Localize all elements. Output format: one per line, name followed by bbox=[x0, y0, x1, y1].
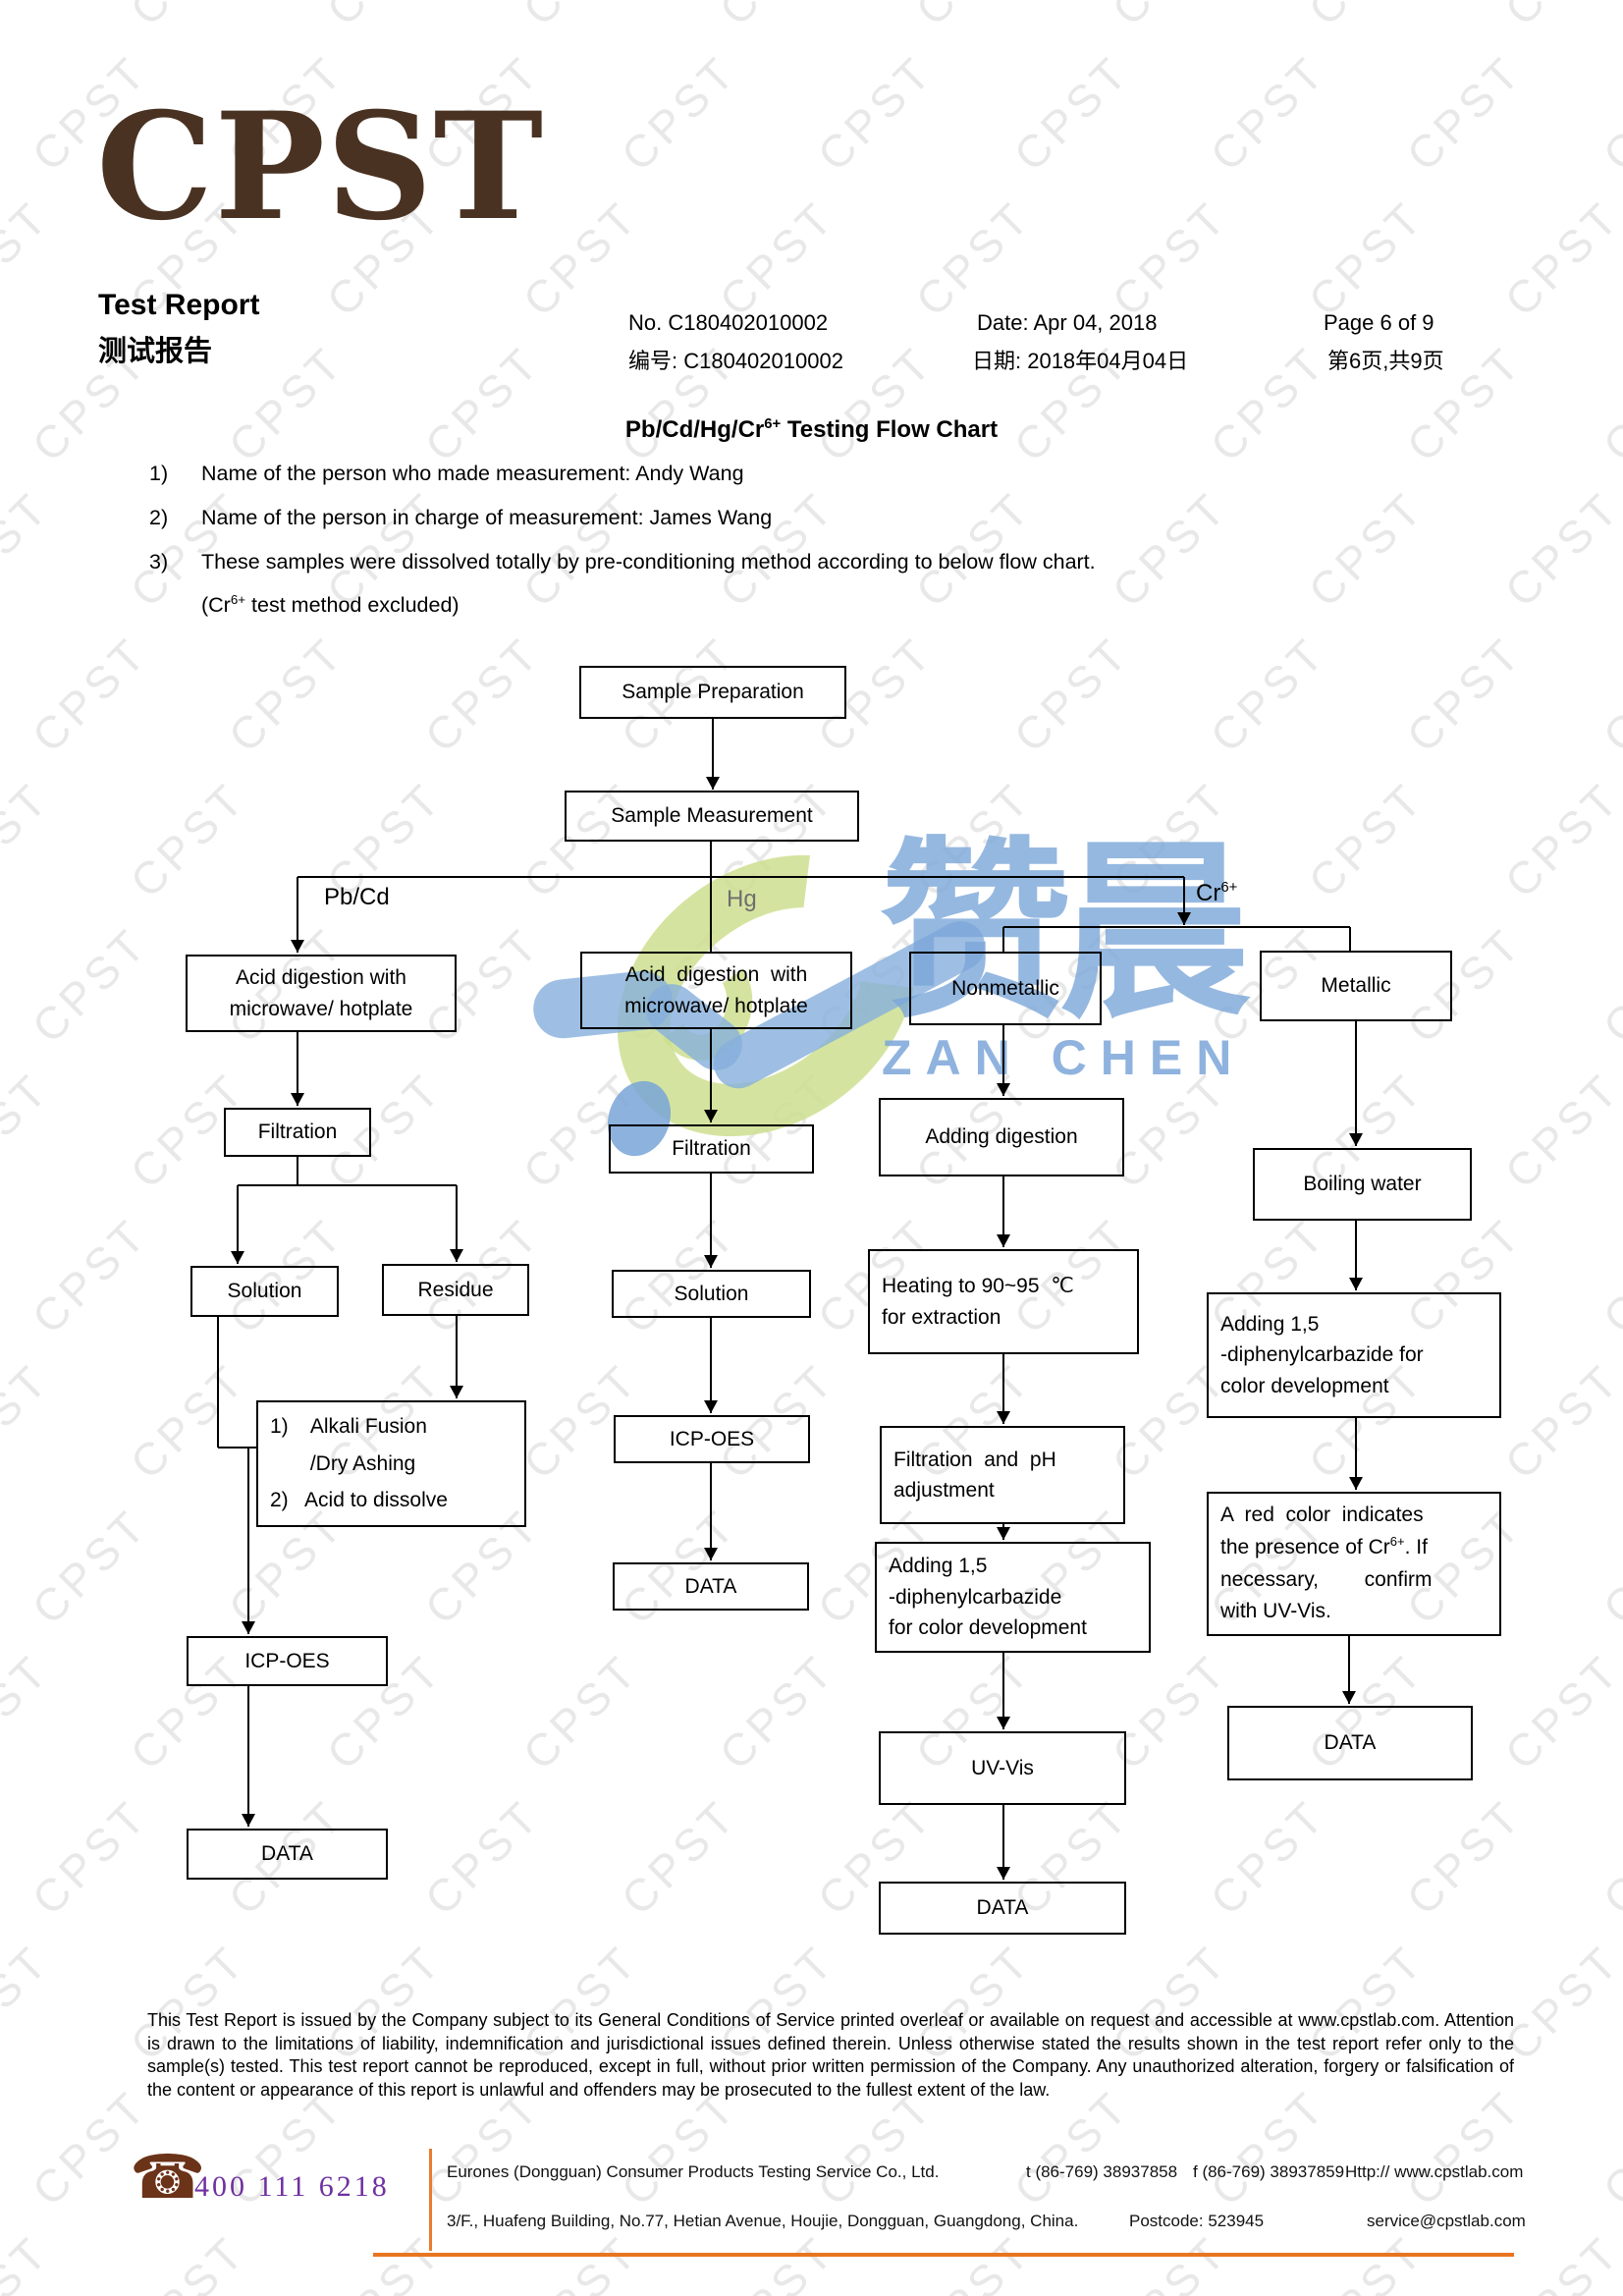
flow-box-data-metallic: DATA bbox=[1227, 1706, 1473, 1780]
flow-box-data-hg: DATA bbox=[613, 1562, 809, 1611]
telephone-icon: ☎ bbox=[130, 2141, 206, 2213]
flow-box-icp-oes-pbcd: ICP-OES bbox=[187, 1636, 388, 1686]
branch-label-pbcd: Pb/Cd bbox=[324, 884, 390, 910]
report-page-en: Page 6 of 9 bbox=[1324, 310, 1434, 335]
flow-box-sample-preparation: Sample Preparation bbox=[579, 666, 846, 719]
footer-postcode: Postcode: 523945 bbox=[1129, 2212, 1265, 2230]
flow-box-data-nonmetallic: DATA bbox=[879, 1882, 1126, 1935]
branch-label-cr6: Cr6+ bbox=[1196, 880, 1238, 906]
report-number-en: No. C180402010002 bbox=[628, 310, 829, 335]
footer-tel: t (86-769) 38937858 bbox=[1026, 2162, 1178, 2181]
footer-company: Eurones (Dongguan) Consumer Products Tes… bbox=[447, 2162, 940, 2181]
flow-box-uv-vis: UV-Vis bbox=[879, 1731, 1126, 1805]
footer-vertical-divider bbox=[429, 2149, 432, 2251]
list-item-2: 2)Name of the person in charge of measur… bbox=[149, 506, 773, 529]
branch-label-hg: Hg bbox=[727, 886, 757, 912]
flow-box-boiling-water: Boiling water bbox=[1253, 1148, 1472, 1221]
hotline-number: 400 111 6218 bbox=[194, 2170, 390, 2203]
footer-fax: f (86-769) 38937859 bbox=[1193, 2162, 1345, 2181]
section-title: Pb/Cd/Hg/Cr6+ Testing Flow Chart bbox=[624, 416, 999, 443]
report-date-en: Date: Apr 04, 2018 bbox=[977, 310, 1158, 335]
list-item-3: 3)These samples were dissolved totally b… bbox=[149, 550, 1096, 574]
flow-box-nonmetallic: Nonmetallic bbox=[909, 952, 1102, 1025]
brand-latin-name: ZAN CHEN bbox=[882, 1030, 1246, 1085]
footer-website: Http:// www.cpstlab.com bbox=[1345, 2162, 1524, 2181]
flow-box-data-pbcd: DATA bbox=[187, 1829, 388, 1880]
list-item-3-continuation: (Cr6+ test method excluded) bbox=[201, 592, 460, 618]
footer-address: 3/F., Huafeng Building, No.77, Hetian Av… bbox=[447, 2212, 1079, 2230]
brand-chinese-characters: 赞晨 bbox=[880, 821, 1251, 1045]
flow-box-solution-hg: Solution bbox=[612, 1270, 811, 1318]
cpst-logo: CPST bbox=[96, 81, 545, 253]
report-page-zh: 第6页,共9页 bbox=[1327, 349, 1444, 373]
footer-email: service@cpstlab.com bbox=[1367, 2212, 1526, 2230]
report-title-en: Test Report bbox=[98, 289, 260, 321]
flow-box-residue: Residue bbox=[382, 1264, 529, 1316]
footer-horizontal-rule bbox=[373, 2253, 1514, 2257]
flow-box-filtration-hg: Filtration bbox=[609, 1124, 814, 1174]
flow-box-metallic: Metallic bbox=[1260, 951, 1452, 1021]
flow-box-solution-pbcd: Solution bbox=[190, 1266, 339, 1317]
report-title-zh: 测试报告 bbox=[98, 336, 213, 367]
flow-box-sample-measurement: Sample Measurement bbox=[565, 791, 859, 842]
report-number-zh: 编号: C180402010002 bbox=[628, 349, 843, 373]
flow-box-red-color-indicates: A red color indicates the presence of Cr… bbox=[1207, 1492, 1501, 1636]
flow-box-icp-oes-hg: ICP-OES bbox=[614, 1415, 810, 1463]
flow-box-filtration-pbcd: Filtration bbox=[224, 1108, 371, 1157]
legal-disclaimer: This Test Report is issued by the Compan… bbox=[147, 2010, 1514, 2100]
red-color-line2: the presence of Cr6+. If bbox=[1220, 1533, 1428, 1558]
flow-box-adding-digestion: Adding digestion bbox=[879, 1098, 1124, 1176]
report-date-zh: 日期: 2018年04月04日 bbox=[972, 349, 1189, 373]
list-item-1: 1)Name of the person who made measuremen… bbox=[149, 462, 744, 485]
